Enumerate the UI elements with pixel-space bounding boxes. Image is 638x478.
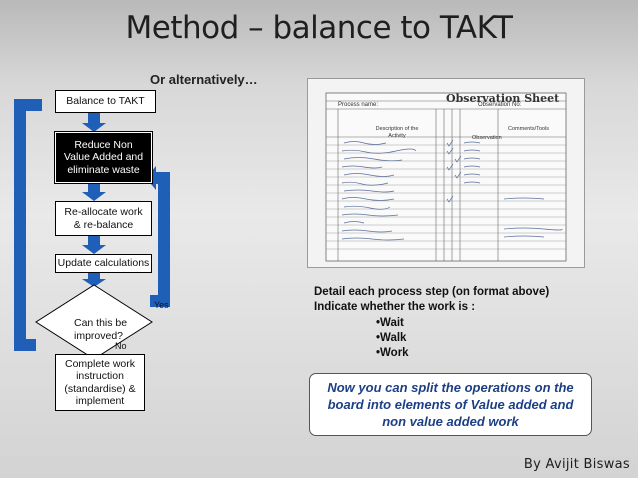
- observation-sheet-photo: [307, 78, 585, 268]
- flow-reallocate-box: Re-allocate work & re-balance: [55, 201, 152, 236]
- flow-update-box: Update calculations: [55, 254, 152, 273]
- callout-box: Now you can split the operations on the …: [309, 373, 592, 436]
- callout-text: Now you can split the operations on the …: [327, 380, 574, 429]
- sheet-process-label: Process name:: [338, 102, 379, 108]
- sheet-observation-label: Observation No:: [478, 102, 522, 108]
- detail-line-1: Detail each process step (on format abov…: [314, 286, 550, 298]
- sheet-comments-header: Comments/Tools: [508, 126, 549, 132]
- sheet-description-header: Description of the Activity: [375, 126, 419, 139]
- detail-line-2: Indicate whether the work is :: [314, 301, 476, 313]
- bullet-wait: Wait: [376, 316, 409, 331]
- subtitle: Or alternatively…: [150, 72, 258, 87]
- sheet-observation-column: Observation: [472, 135, 502, 141]
- bullet-work: Work: [376, 346, 409, 361]
- no-label: No: [115, 341, 127, 351]
- flow-start-box: Balance to TAKT: [55, 90, 156, 113]
- yes-label: Yes: [154, 300, 169, 310]
- author-credit: By Avijit Biswas: [523, 457, 630, 472]
- flow-complete-box: Complete work instruction (standardise) …: [55, 354, 145, 411]
- sheet-title: Observation Sheet: [446, 92, 560, 105]
- flow-reduce-box: Reduce Non Value Added and eliminate was…: [54, 131, 153, 184]
- slide-title: Method – balance to TAKT: [125, 10, 513, 46]
- bullet-walk: Walk: [376, 331, 409, 346]
- observation-sheet-grid: [325, 92, 567, 262]
- decision-text: Can this be improved?: [74, 317, 128, 342]
- work-type-list: Wait Walk Work: [376, 316, 409, 361]
- detail-text: Detail each process step (on format abov…: [314, 285, 549, 315]
